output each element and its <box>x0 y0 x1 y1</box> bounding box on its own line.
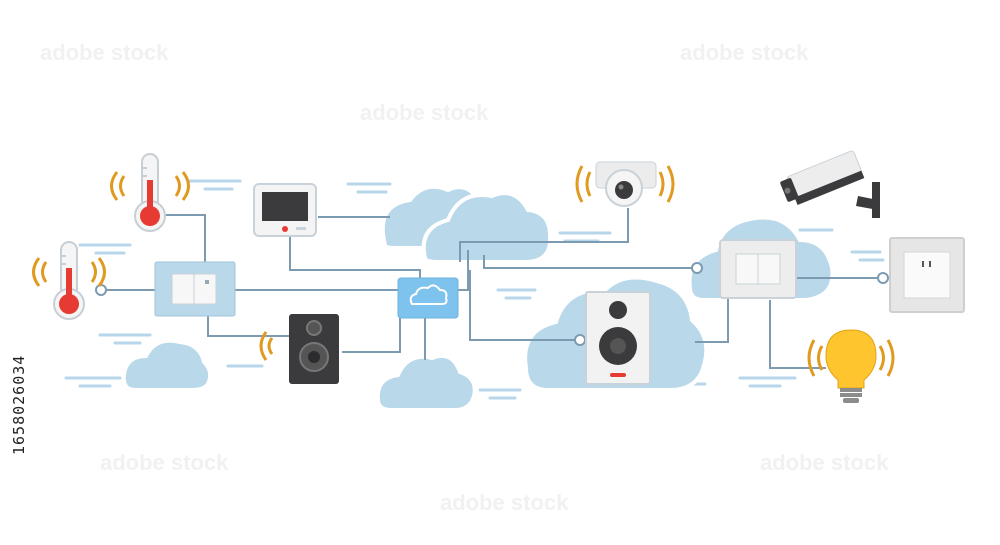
light-bulb-icon <box>809 330 893 403</box>
speaker-icon <box>261 314 339 384</box>
thermometer-icon <box>112 154 189 231</box>
svg-text:adobe stock: adobe stock <box>40 40 169 65</box>
outlet-icon <box>890 238 964 312</box>
thermometer-icon <box>34 242 105 319</box>
svg-text:adobe stock: adobe stock <box>440 490 569 515</box>
speaker-icon <box>586 292 650 384</box>
tablet-icon <box>254 184 316 236</box>
stock-id-label: 1658026034 <box>10 355 28 455</box>
switch-icon <box>720 240 796 298</box>
svg-text:adobe stock: adobe stock <box>760 450 889 475</box>
cloud-bottom-center <box>378 356 475 410</box>
cloud-hub-icon <box>398 278 458 318</box>
svg-text:adobe stock: adobe stock <box>360 100 489 125</box>
dome-camera-icon <box>577 162 673 206</box>
svg-text:adobe stock: adobe stock <box>100 450 229 475</box>
cctv-camera-icon <box>779 150 880 218</box>
svg-text:adobe stock: adobe stock <box>680 40 809 65</box>
switch-icon <box>155 262 235 316</box>
cloud-bottom-left <box>124 341 211 390</box>
